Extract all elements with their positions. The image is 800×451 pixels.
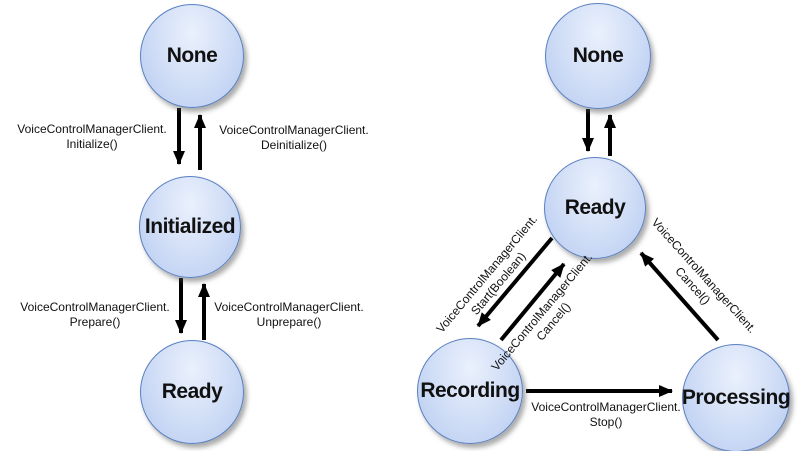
state-label: Ready [564, 196, 626, 219]
transition-label-initialize: VoiceControlManagerClient. Initialize() [17, 122, 167, 151]
state-label: Processing [681, 386, 791, 409]
transition-label-unprepare: VoiceControlManagerClient. Unprepare() [214, 300, 364, 329]
transition-label-prepare: VoiceControlManagerClient. Prepare() [20, 300, 170, 329]
state-ready-right: Ready [544, 157, 646, 259]
arrow-start [476, 236, 554, 328]
state-label: Recording [420, 379, 520, 402]
transition-label-stop: VoiceControlManagerClient. Stop() [531, 400, 681, 429]
transition-label-deinitialize: VoiceControlManagerClient. Deinitialize(… [219, 123, 369, 152]
state-none-right: None [545, 3, 651, 109]
state-label: None [166, 44, 218, 67]
state-initialized: Initialized [139, 176, 241, 278]
arrow-cancel-from-recording [499, 262, 566, 342]
state-label: Initialized [144, 215, 236, 238]
state-none-left: None [140, 4, 244, 108]
state-ready-left: Ready [140, 340, 244, 444]
state-label: Ready [161, 380, 223, 403]
state-processing: Processing [681, 344, 791, 451]
state-label: None [572, 44, 624, 67]
arrow-cancel-from-processing [639, 251, 720, 342]
state-recording: Recording [417, 338, 523, 444]
